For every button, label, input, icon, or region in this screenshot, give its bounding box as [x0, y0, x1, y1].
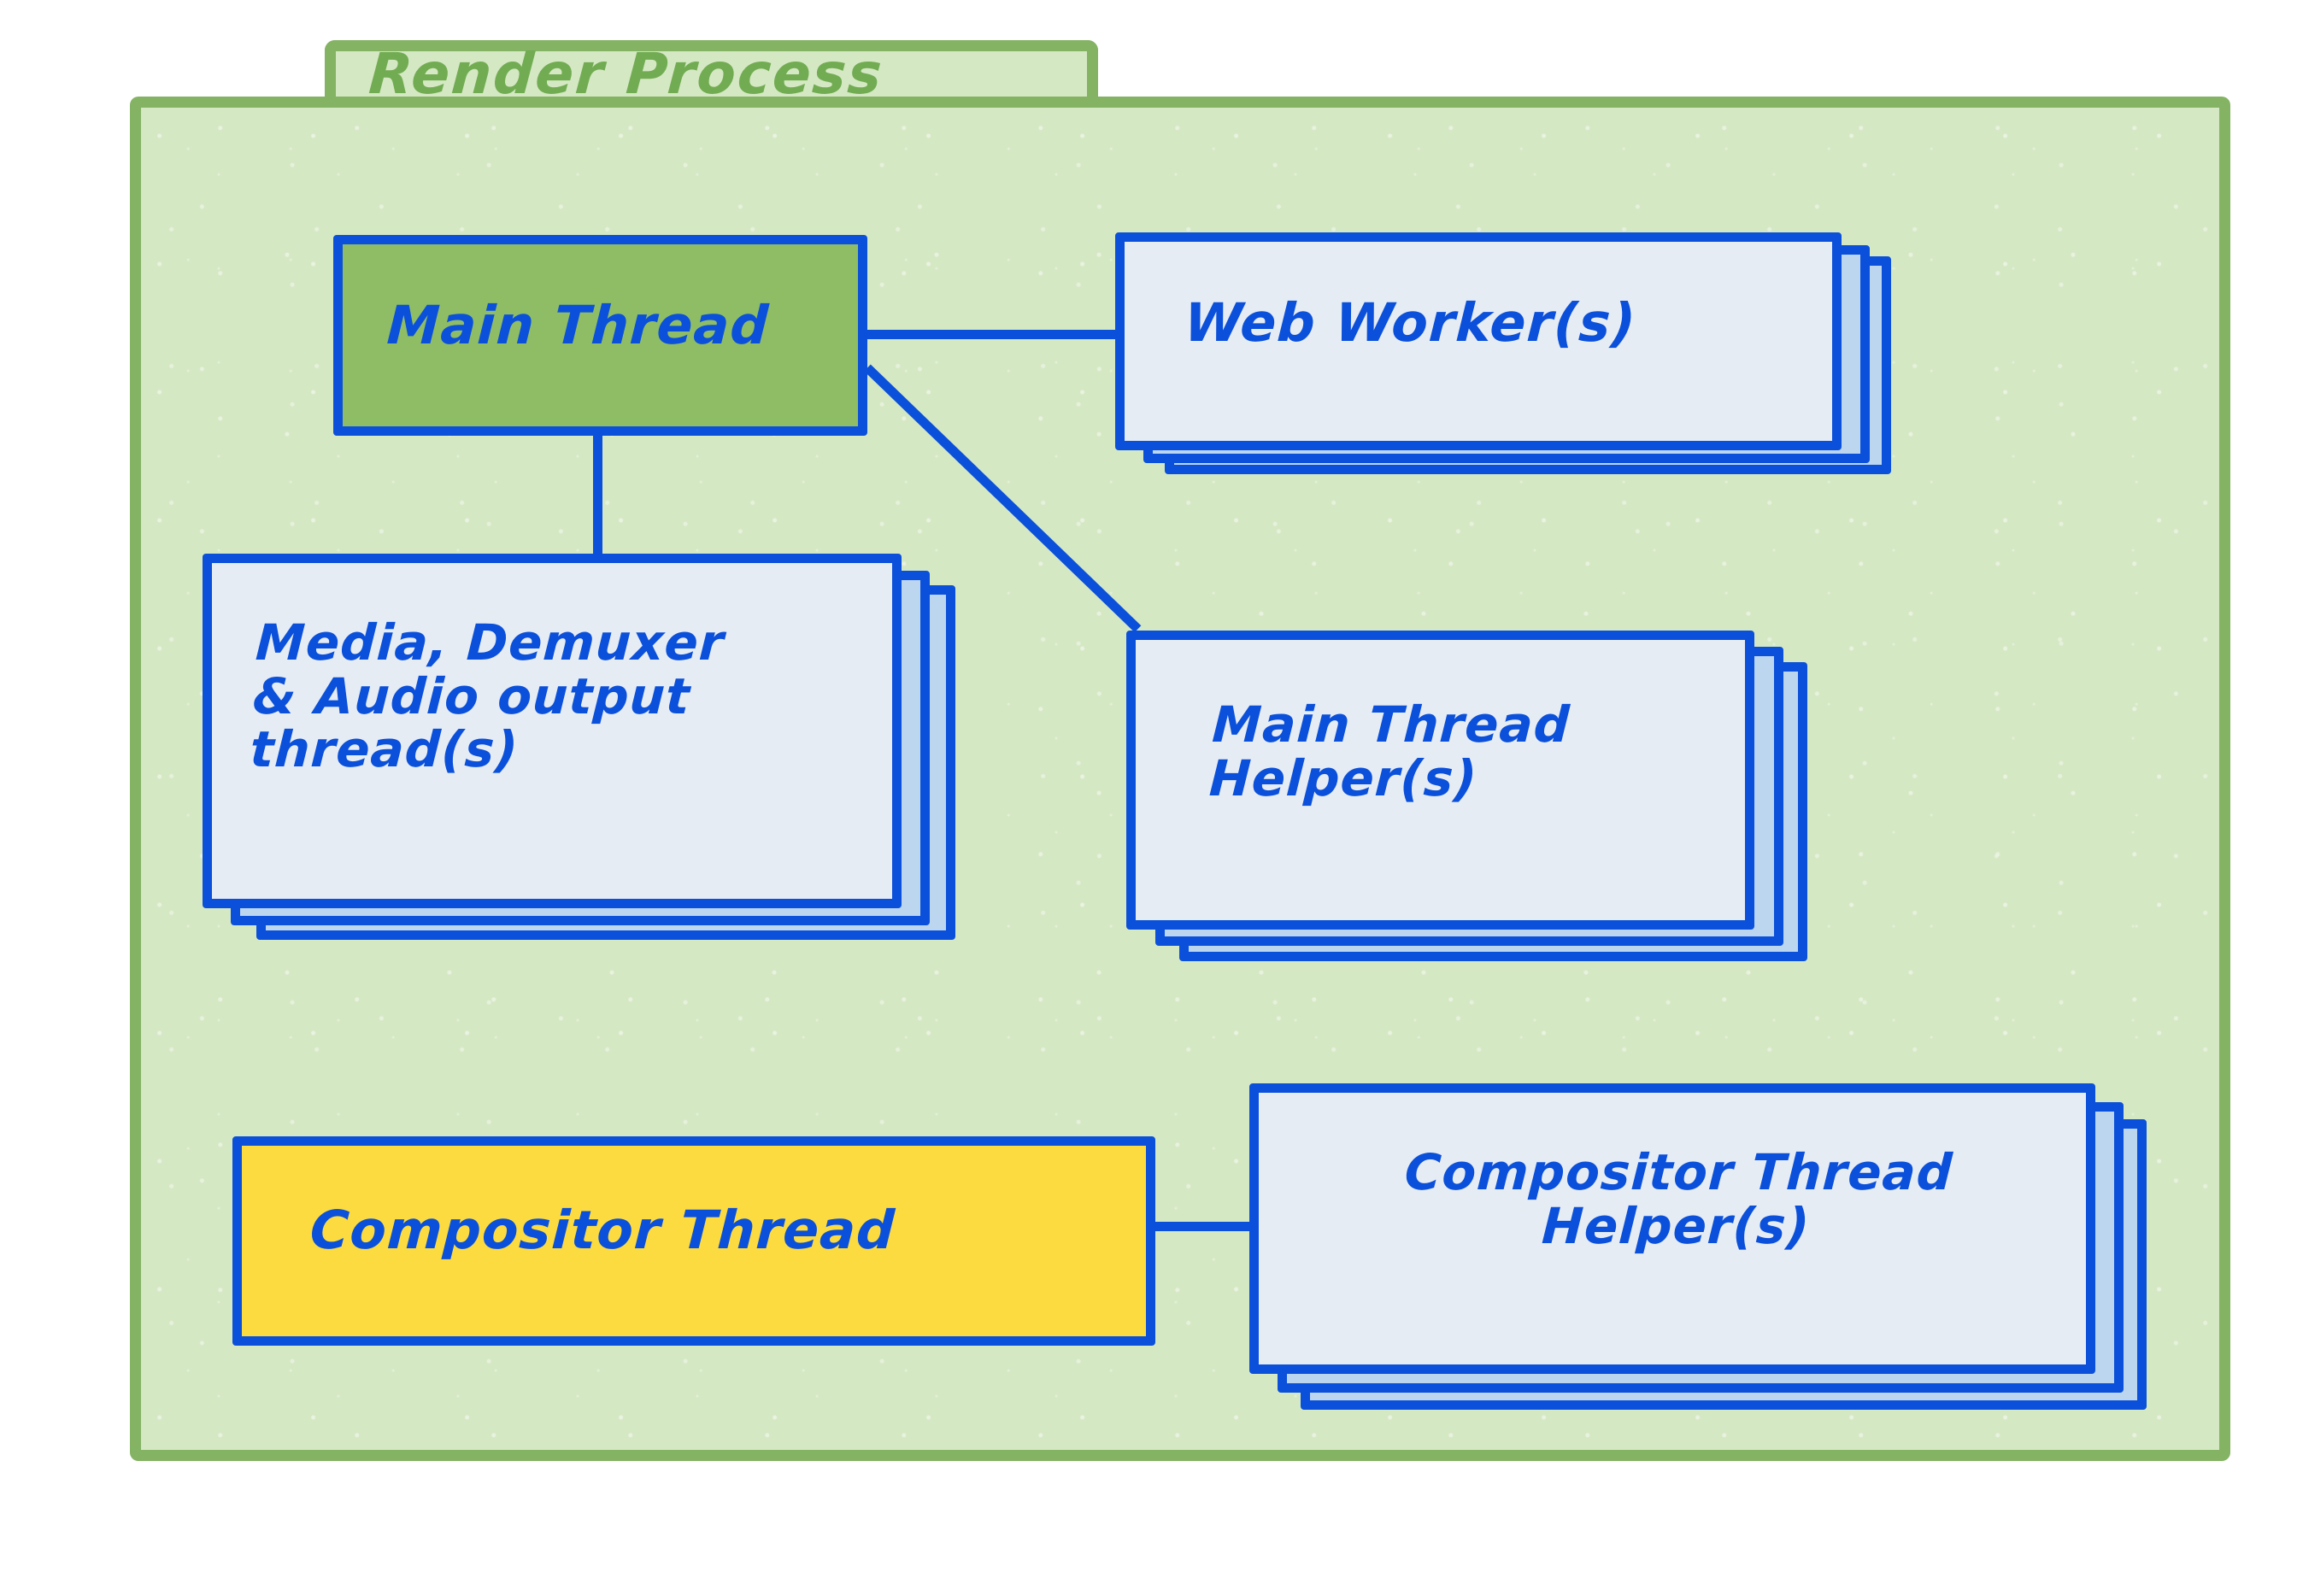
- connector-main-thread-to-media-thread: [593, 427, 602, 560]
- page-title: Render Process: [367, 41, 886, 107]
- node-media-thread-label: Media, Demuxer & Audio output thread(s): [248, 613, 726, 779]
- node-web-workers-label: Web Worker(s): [1183, 291, 1638, 354]
- node-compositor-helpers[interactable]: Compositor Thread Helper(s): [1249, 1083, 2095, 1374]
- node-main-thread-label: Main Thread: [385, 294, 771, 356]
- connector-main-thread-to-web-workers: [867, 330, 1115, 339]
- node-compositor-helpers-label: Compositor Thread Helper(s): [1403, 1143, 1955, 1255]
- node-web-workers[interactable]: Web Worker(s): [1115, 232, 1842, 450]
- connector-compositor-thread-to-helpers: [1149, 1222, 1252, 1231]
- node-main-thread[interactable]: Main Thread: [333, 235, 867, 436]
- node-main-thread-helpers-label: Main Thread Helper(s): [1207, 695, 1572, 807]
- node-compositor-thread[interactable]: Compositor Thread: [232, 1136, 1155, 1346]
- node-main-thread-helpers[interactable]: Main Thread Helper(s): [1126, 631, 1754, 930]
- node-media-thread[interactable]: Media, Demuxer & Audio output thread(s): [203, 554, 902, 908]
- node-compositor-thread-label: Compositor Thread: [308, 1199, 897, 1261]
